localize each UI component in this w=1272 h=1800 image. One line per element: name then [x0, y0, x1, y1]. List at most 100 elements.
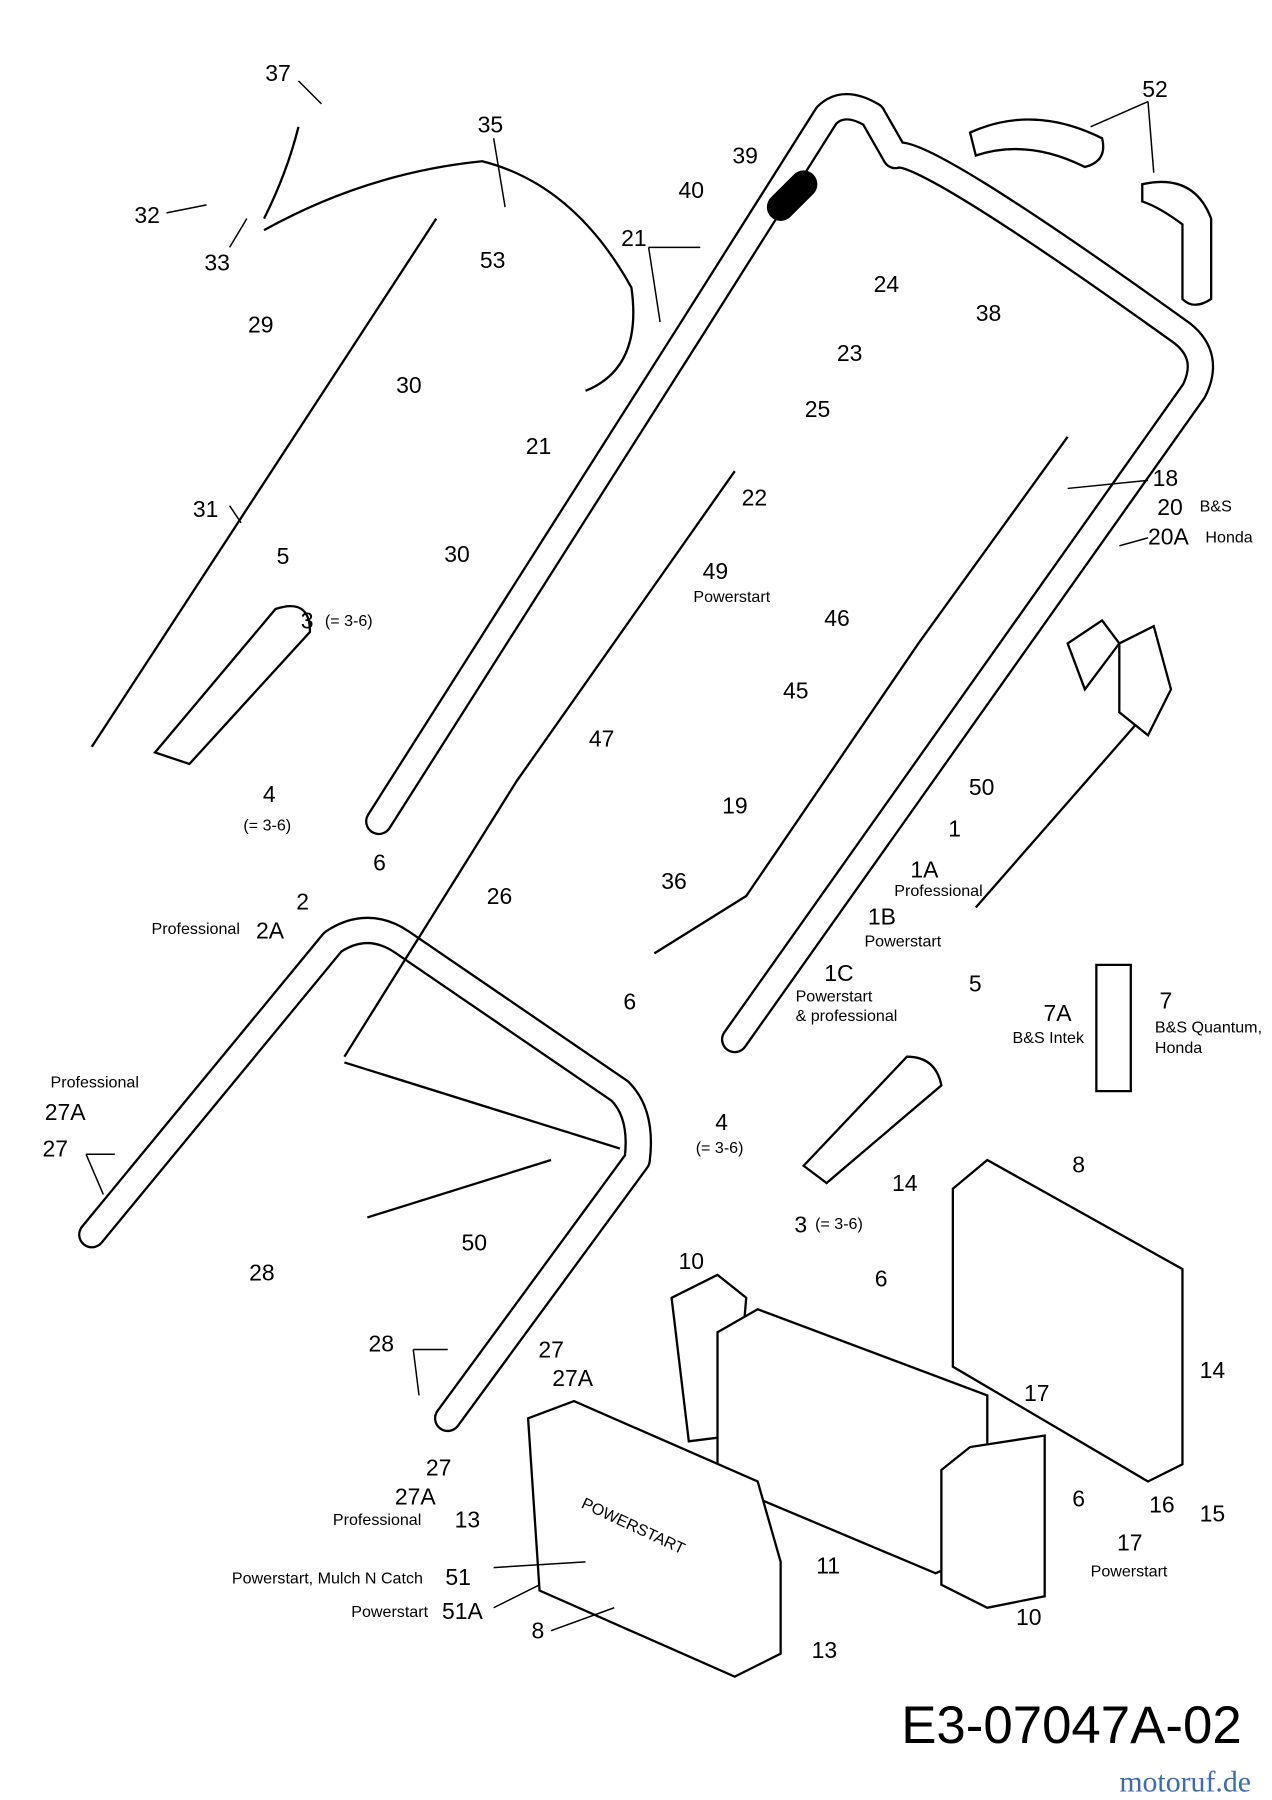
- label-25: 25: [805, 396, 831, 422]
- label-14: 14: [892, 1170, 918, 1196]
- label-5: 5: [277, 543, 290, 569]
- label-49-note: Powerstart: [693, 588, 770, 606]
- label-24: 24: [874, 271, 900, 297]
- label-33: 33: [204, 249, 230, 275]
- label-49: 49: [703, 558, 729, 584]
- label-45: 45: [783, 678, 809, 704]
- label-27A: 27A: [45, 1099, 87, 1125]
- label-6: 6: [623, 989, 636, 1015]
- label-2: 2: [296, 889, 309, 915]
- drawing-code: E3-07047A-02: [901, 1696, 1242, 1755]
- label-4-note: (= 3-6): [243, 817, 291, 835]
- label-3: 3: [301, 607, 314, 633]
- leader-lines: [85, 80, 1155, 1632]
- label-27: 27: [426, 1455, 452, 1481]
- label-3: 3: [794, 1211, 807, 1237]
- label-17: 17: [1024, 1380, 1050, 1406]
- label-30: 30: [444, 541, 470, 567]
- label-39: 39: [732, 143, 758, 169]
- label-40: 40: [678, 177, 704, 203]
- label-36: 36: [661, 868, 687, 894]
- label-8: 8: [532, 1618, 545, 1644]
- label-27A: 27A: [552, 1365, 594, 1391]
- label-1B: 1B: [868, 904, 896, 930]
- battery-assembly: [153, 604, 1184, 1678]
- label-16: 16: [1149, 1491, 1175, 1517]
- label-32: 32: [134, 202, 160, 228]
- label-6: 6: [875, 1265, 888, 1291]
- label-3-note: (= 3-6): [325, 612, 373, 630]
- grip-52: [968, 118, 1213, 306]
- label-7: 7: [1159, 987, 1172, 1013]
- label-20: 20: [1157, 494, 1183, 520]
- label-4: 4: [263, 781, 276, 807]
- label-27: 27: [42, 1136, 68, 1162]
- label-1C-note2: & professional: [796, 1007, 898, 1025]
- label-1A-note: Professional: [894, 882, 982, 900]
- label-13: 13: [812, 1637, 838, 1663]
- label-28: 28: [249, 1260, 275, 1286]
- label-11: 11: [816, 1552, 840, 1578]
- label-6: 6: [1072, 1486, 1085, 1512]
- label-19: 19: [722, 792, 748, 818]
- label-51: 51: [445, 1564, 471, 1590]
- label-20-note: B&S: [1200, 497, 1232, 515]
- label-18: 18: [1153, 465, 1179, 491]
- label-47: 47: [589, 726, 615, 752]
- label-21: 21: [621, 225, 647, 251]
- label-7A-note: B&S Intek: [1013, 1029, 1085, 1047]
- label-10: 10: [1016, 1604, 1042, 1630]
- label-1C: 1C: [824, 960, 853, 986]
- label-29: 29: [248, 311, 274, 337]
- label-8: 8: [1072, 1152, 1085, 1178]
- label-1C-note1: Powerstart: [796, 988, 873, 1006]
- label-13: 13: [455, 1506, 481, 1532]
- label-50: 50: [462, 1230, 488, 1256]
- label-51-note: Powerstart, Mulch N Catch: [232, 1570, 423, 1588]
- label-51A: 51A: [442, 1598, 484, 1624]
- label-20A-note: Honda: [1205, 528, 1252, 546]
- label-22: 22: [742, 485, 768, 511]
- label-52: 52: [1142, 76, 1168, 102]
- callout-labels: 37 52 35 39 32 40 21 33 53 24 38 29 23 3…: [42, 60, 1262, 1663]
- label-27A: 27A: [395, 1483, 437, 1509]
- label-6: 6: [373, 850, 386, 876]
- label-3-note: (= 3-6): [815, 1215, 863, 1233]
- label-28: 28: [369, 1331, 395, 1357]
- label-50: 50: [969, 774, 995, 800]
- label-1A: 1A: [910, 857, 939, 883]
- label-23: 23: [837, 340, 863, 366]
- label-14: 14: [1200, 1357, 1226, 1383]
- label-26: 26: [487, 883, 513, 909]
- label-20A: 20A: [1148, 524, 1190, 550]
- label-21: 21: [526, 433, 552, 459]
- label-2A: 2A: [256, 917, 285, 943]
- label-35: 35: [478, 112, 504, 138]
- label-27: 27: [538, 1336, 564, 1362]
- label-4: 4: [715, 1109, 728, 1135]
- label-1: 1: [948, 815, 961, 841]
- upper-handle: [365, 93, 1215, 1054]
- label-30: 30: [396, 372, 422, 398]
- label-7A: 7A: [1044, 1000, 1073, 1026]
- watermark-logo: motoruf.de: [1119, 1765, 1251, 1798]
- label-4-note: (= 3-6): [696, 1139, 744, 1157]
- label-1B-note: Powerstart: [864, 932, 941, 950]
- label-51A-note: Powerstart: [351, 1603, 428, 1621]
- lower-handle: [78, 916, 653, 1433]
- label-5: 5: [969, 970, 982, 996]
- label-31: 31: [193, 496, 219, 522]
- label-7-note1: B&S Quantum,: [1155, 1019, 1262, 1037]
- label-37: 37: [265, 60, 291, 86]
- label-38: 38: [976, 300, 1002, 326]
- label-7-note2: Honda: [1155, 1039, 1202, 1057]
- label-27A-note: Professional: [333, 1511, 421, 1529]
- cables: [90, 126, 1138, 1219]
- label-17-note: Powerstart: [1091, 1563, 1168, 1581]
- label-10: 10: [678, 1248, 704, 1274]
- label-15: 15: [1200, 1501, 1226, 1527]
- label-2A-note: Professional: [152, 920, 240, 938]
- label-27A-note: Professional: [51, 1074, 139, 1092]
- label-17: 17: [1117, 1529, 1143, 1555]
